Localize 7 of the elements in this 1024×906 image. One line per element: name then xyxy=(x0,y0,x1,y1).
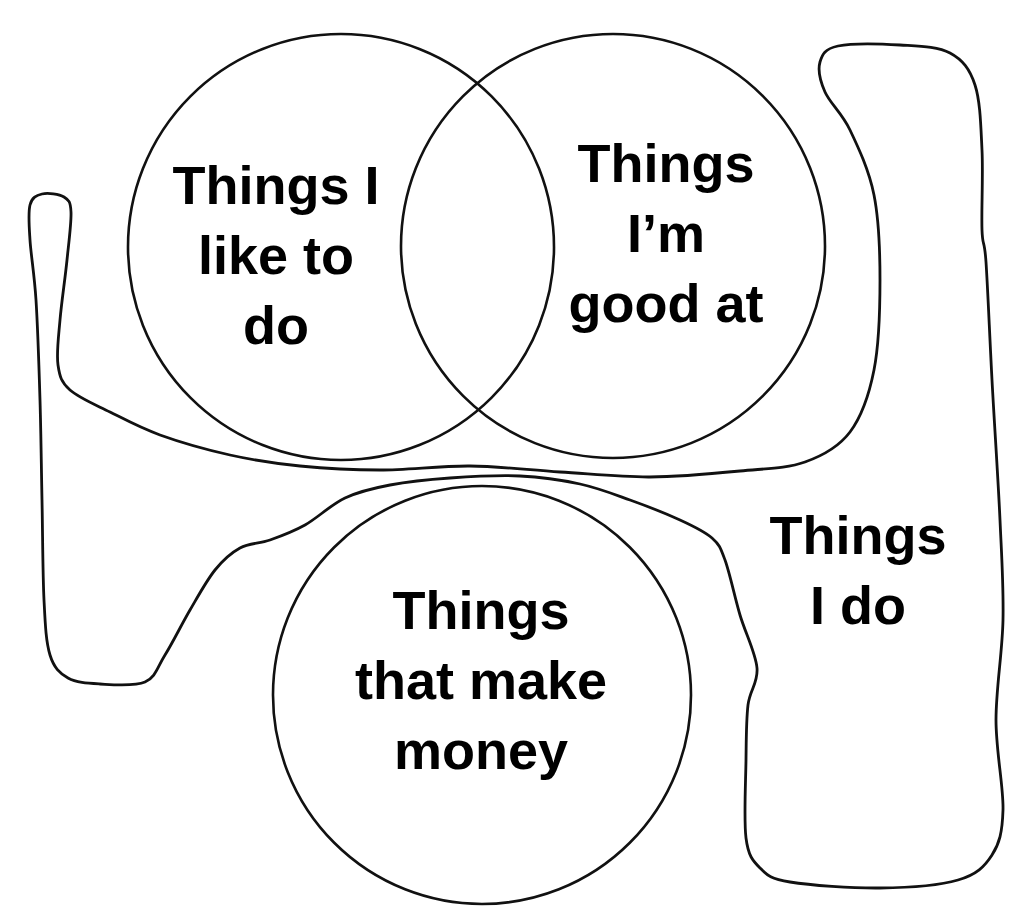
venn-circle xyxy=(399,32,827,460)
set-label: Things that make money xyxy=(353,579,609,782)
set-label: Things I like to do xyxy=(171,154,381,357)
set-label: Things I’m good at xyxy=(567,132,765,335)
venn-circle xyxy=(126,32,556,462)
venn-circle xyxy=(271,484,693,906)
set-label: Things I do xyxy=(768,504,948,637)
